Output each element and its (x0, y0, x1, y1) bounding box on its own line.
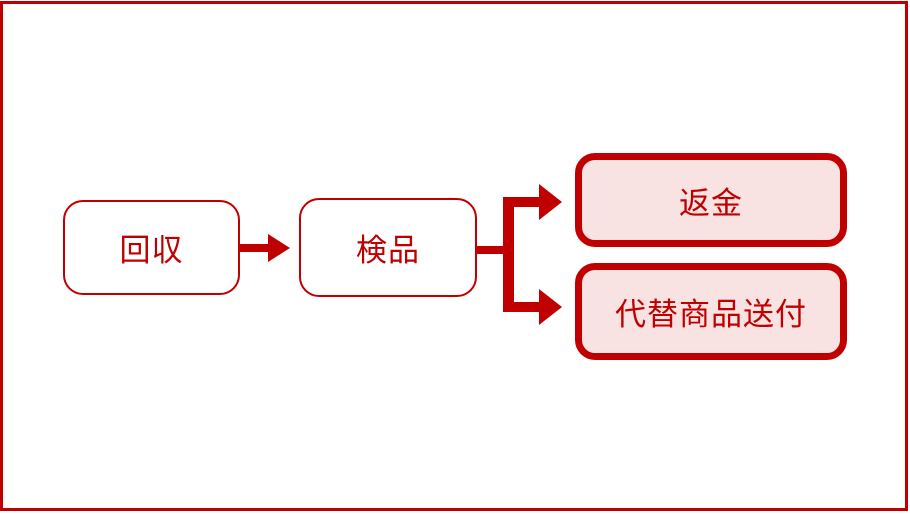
arrow-to-refund-head (539, 184, 562, 220)
node-collection-label: 回収 (119, 233, 184, 268)
arrow-collection-to-inspection-shaft (240, 244, 268, 252)
node-refund: 返金 (575, 153, 847, 247)
node-inspection: 検品 (299, 198, 477, 297)
node-replacement: 代替商品送付 (575, 263, 847, 360)
arrow-to-refund-shaft (513, 197, 539, 207)
node-collection: 回収 (63, 200, 240, 295)
arrow-collection-to-inspection-head (268, 234, 290, 262)
arrow-to-replacement-shaft (513, 302, 539, 312)
branch-connector-stub (477, 246, 504, 254)
branch-connector-vertical (503, 197, 514, 312)
arrow-to-replacement-head (539, 289, 562, 325)
node-refund-label: 返金 (679, 185, 743, 221)
node-inspection-label: 検品 (356, 233, 420, 268)
node-replacement-label: 代替商品送付 (615, 297, 807, 332)
